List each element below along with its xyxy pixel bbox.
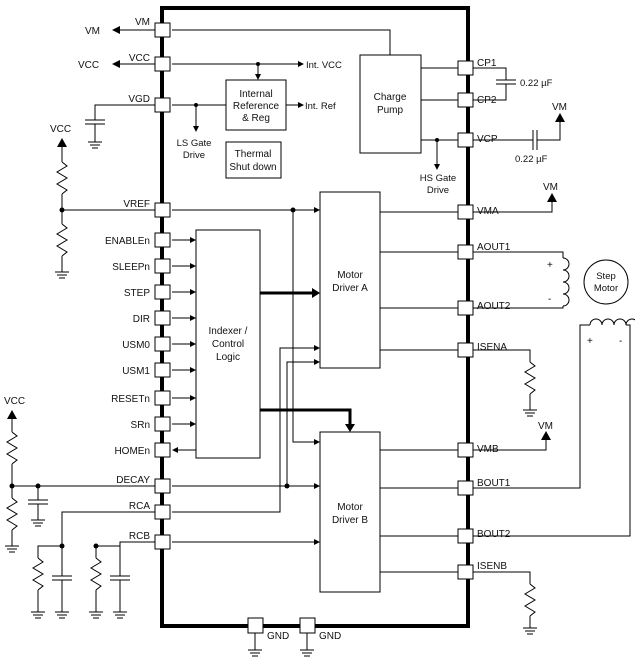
coil-b-plus: + — [587, 336, 593, 347]
ext-vcc-upper-label: VCC — [50, 124, 71, 135]
cap-vcp-label: 0.22 µF — [515, 154, 548, 165]
motor-driver-a-block — [319, 191, 381, 369]
pin-label-homen: HOMEn — [114, 446, 150, 457]
right-pin-isena — [457, 342, 474, 358]
right-pin-vma — [457, 204, 474, 220]
left-pin-dir — [154, 310, 171, 326]
right-pin-isenb — [457, 564, 474, 580]
right-pin-vcp — [457, 132, 474, 148]
ext-vcc-label: VCC — [78, 60, 99, 71]
ext-vm-vma-label: VM — [543, 182, 558, 193]
thermal-label-1: Thermal — [235, 149, 272, 160]
pin-label-vm: VM — [135, 17, 150, 28]
indexer-block — [195, 229, 261, 459]
charge-pump-block — [359, 54, 422, 154]
left-pin-usm1 — [154, 362, 171, 378]
left-pin-vref — [154, 202, 171, 218]
left-pin-homen — [154, 442, 171, 458]
pin-label-vcc: VCC — [129, 53, 150, 64]
pin-label-srn: SRn — [131, 420, 150, 431]
pin-label-dir: DIR — [133, 314, 150, 325]
pin-label-usm1: USM1 — [122, 366, 150, 377]
gnd-pin-1 — [247, 617, 264, 634]
indexer-label-3: Logic — [216, 352, 240, 363]
right-pin-aout1 — [457, 244, 474, 260]
ls-gate-label-1: LS Gate — [177, 138, 212, 149]
pin-label-sleepn: SLEEPn — [112, 262, 150, 273]
gnd-pin-2 — [299, 617, 316, 634]
driver-b-label-1: Motor — [337, 502, 363, 513]
left-pin-rcb — [154, 534, 171, 550]
ext-vm-vmb-label: VM — [538, 421, 553, 432]
int-vcc-label: Int. VCC — [306, 60, 342, 71]
gnd-label-1: GND — [267, 631, 289, 642]
left-pin-enablen — [154, 232, 171, 248]
step-motor-label-1: Step — [596, 271, 616, 282]
step-motor-label-2: Motor — [594, 283, 618, 294]
internal-reference-block — [225, 79, 287, 131]
left-pin-step — [154, 284, 171, 300]
pin-label-resetn: RESETn — [111, 394, 150, 405]
motor-driver-b-block — [319, 431, 381, 593]
int-ref-label: Int. Ref — [305, 101, 336, 112]
coil-a-minus: - — [548, 294, 551, 305]
hs-gate-label-2: Drive — [427, 185, 449, 196]
right-pin-vmb — [457, 442, 474, 458]
pin-label-vref: VREF — [123, 199, 150, 210]
left-pin-resetn — [154, 390, 171, 406]
internal-reference-label-1: Internal — [239, 89, 272, 100]
left-pin-vcc — [154, 56, 171, 72]
pin-label-cp1: CP1 — [477, 58, 497, 69]
right-pin-bout1 — [457, 480, 474, 496]
left-pin-vm — [154, 22, 171, 38]
pin-label-aout1: AOUT1 — [477, 242, 511, 253]
coil-a-plus: + — [547, 260, 553, 271]
pin-label-step: STEP — [124, 288, 150, 299]
left-pin-sleepn — [154, 258, 171, 274]
gnd-label-2: GND — [319, 631, 341, 642]
pin-label-enablen: ENABLEn — [105, 236, 150, 247]
ext-vcc-lower-label: VCC — [4, 396, 25, 407]
left-pin-srn — [154, 416, 171, 432]
pin-label-bout2: BOUT2 — [477, 529, 511, 540]
pin-label-rcb: RCB — [129, 531, 150, 542]
left-pin-usm0 — [154, 336, 171, 352]
pin-label-isenb: ISENB — [477, 561, 507, 572]
pin-label-rca: RCA — [129, 501, 150, 512]
driver-a-label-1: Motor — [337, 270, 363, 281]
hs-gate-label-1: HS Gate — [420, 173, 456, 184]
right-pin-bout2 — [457, 528, 474, 544]
left-pin-decay — [154, 478, 171, 494]
thermal-label-2: Shut down — [229, 162, 276, 173]
thermal-shutdown-block — [225, 141, 282, 179]
right-pin-aout2 — [457, 300, 474, 316]
indexer-label-1: Indexer / — [209, 326, 248, 337]
pin-label-usm0: USM0 — [122, 340, 150, 351]
step-motor — [583, 259, 629, 305]
pin-label-aout2: AOUT2 — [477, 301, 511, 312]
left-pin-vgd — [154, 97, 171, 113]
driver-a-label-2: Driver A — [332, 283, 368, 294]
ls-gate-label-2: Drive — [183, 150, 205, 161]
right-pin-cp2 — [457, 92, 474, 108]
charge-pump-label-1: Charge — [374, 92, 407, 103]
pin-label-vgd: VGD — [128, 94, 150, 105]
left-pin-rca — [154, 504, 171, 520]
ext-vm-label: VM — [85, 26, 100, 37]
internal-reference-label-3: & Reg — [242, 113, 270, 124]
pin-label-decay: DECAY — [116, 475, 150, 486]
pin-label-bout1: BOUT1 — [477, 478, 511, 489]
charge-pump-label-2: Pump — [377, 105, 404, 116]
ext-vm-vcp-label: VM — [552, 102, 567, 113]
coil-b-minus: - — [619, 336, 622, 347]
right-pin-cp1 — [457, 60, 474, 76]
pin-label-isena: ISENA — [477, 342, 507, 353]
internal-reference-label-2: Reference — [233, 101, 280, 112]
indexer-label-2: Control — [212, 339, 244, 350]
cap-cp-label: 0.22 µF — [520, 78, 553, 89]
driver-b-label-2: Driver B — [332, 515, 368, 526]
